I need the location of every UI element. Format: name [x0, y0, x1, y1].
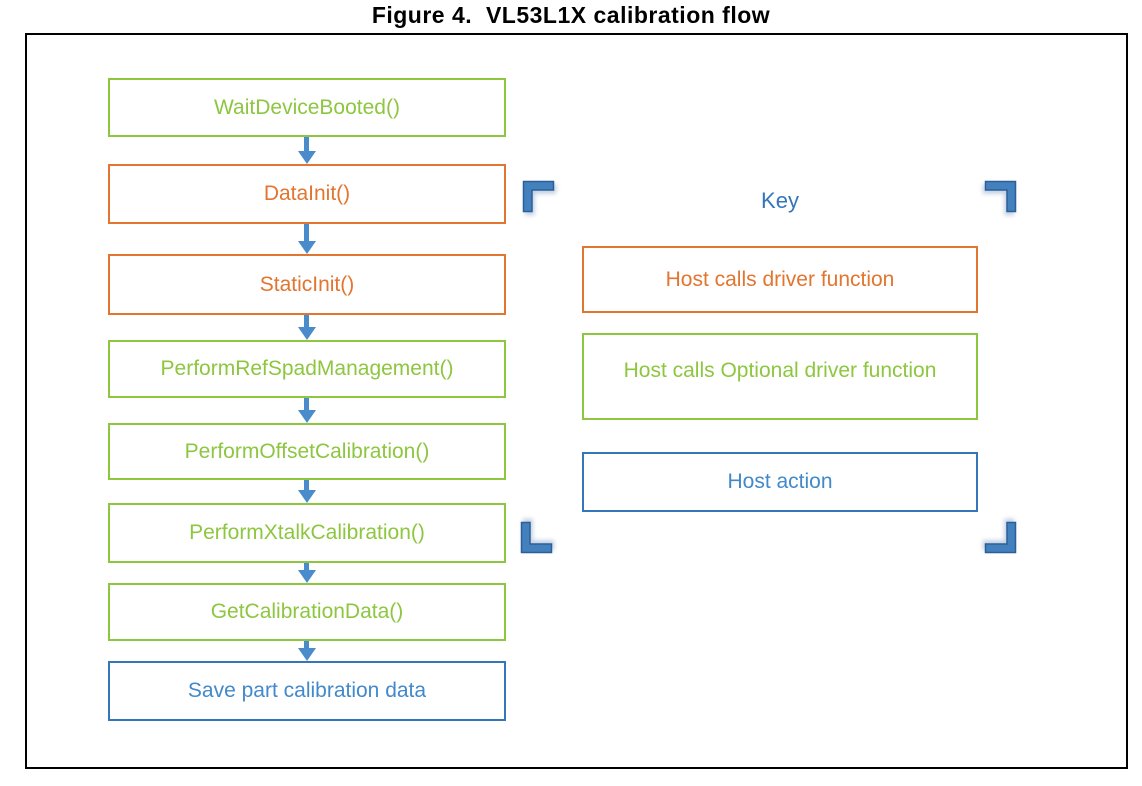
key-item-label: Host calls Optional driver function — [623, 359, 937, 382]
arrow-stem — [304, 224, 309, 241]
arrow-head — [297, 241, 316, 254]
flow-step-label: PerformRefSpadManagement() — [160, 357, 454, 380]
key-title: Key — [761, 188, 799, 213]
key-item-label: Host action — [727, 470, 833, 493]
key-item-host-action: Host action — [582, 452, 978, 512]
arrow-down-icon — [297, 315, 316, 340]
flow-step-get-calibration-data: GetCalibrationData() — [108, 583, 506, 641]
flow-step-perform-offset-calibration: PerformOffsetCalibration() — [108, 423, 506, 480]
flow-step-label: PerformXtalkCalibration() — [189, 521, 425, 544]
corner-bracket-top-right-icon — [984, 180, 1017, 213]
arrow-down-icon — [297, 563, 316, 583]
arrow-down-icon — [297, 398, 316, 423]
flow-step-label: Save part calibration data — [187, 679, 427, 702]
arrow-stem — [304, 137, 309, 151]
arrow-head — [297, 490, 316, 503]
flow-step-data-init: DataInit() — [108, 164, 506, 224]
arrow-down-icon — [297, 137, 316, 164]
flow-step-perform-xtalk-calibration: PerformXtalkCalibration() — [108, 503, 506, 563]
key-item-host-calls-optional-driver-function: Host calls Optional driver function — [582, 333, 978, 420]
arrow-down-icon — [297, 224, 316, 254]
arrow-stem — [304, 563, 309, 570]
flow-step-label: DataInit() — [263, 182, 351, 205]
flow-step-perform-ref-spad-management: PerformRefSpadManagement() — [108, 340, 506, 398]
flow-step-label: GetCalibrationData() — [210, 600, 404, 623]
key-item-host-calls-driver-function: Host calls driver function — [582, 246, 978, 313]
corner-bracket-top-left-icon — [522, 180, 555, 213]
corner-bracket-bottom-right-icon — [984, 521, 1017, 554]
arrow-stem — [304, 641, 309, 648]
flow-step-wait-device-booted: WaitDeviceBooted() — [108, 78, 506, 137]
arrow-head — [297, 648, 316, 661]
arrow-head — [297, 410, 316, 423]
arrow-stem — [304, 315, 309, 327]
arrow-head — [297, 570, 316, 583]
arrow-down-icon — [297, 480, 316, 503]
arrow-stem — [304, 398, 309, 410]
figure-title: Figure 4. VL53L1X calibration flow — [371, 2, 771, 28]
arrow-head — [297, 327, 316, 340]
flow-step-label: PerformOffsetCalibration() — [184, 439, 430, 463]
flow-step-static-init: StaticInit() — [108, 254, 506, 315]
arrow-head — [297, 151, 316, 164]
flow-step-save-part-calibration-data: Save part calibration data — [108, 661, 506, 721]
flow-step-label: WaitDeviceBooted() — [214, 95, 400, 119]
key-item-label: Host calls driver function — [665, 267, 895, 291]
arrow-stem — [304, 480, 309, 490]
corner-bracket-bottom-left-icon — [520, 521, 553, 554]
arrow-down-icon — [297, 641, 316, 661]
flow-step-label: StaticInit() — [259, 272, 355, 296]
